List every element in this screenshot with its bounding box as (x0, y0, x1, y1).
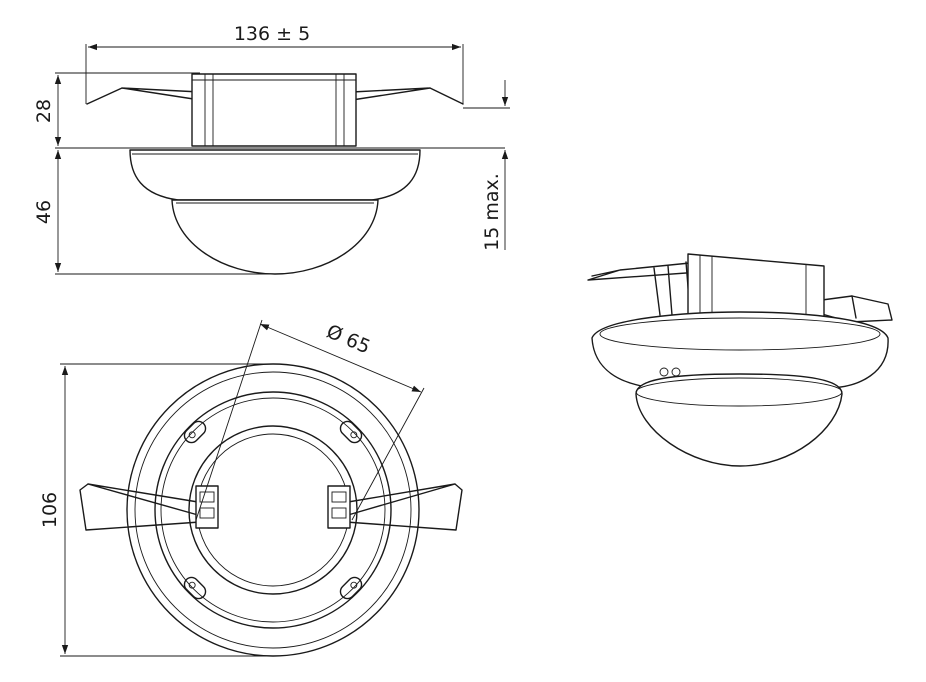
status-led (659, 367, 669, 377)
housing (129, 149, 421, 201)
dome-lens (171, 199, 379, 275)
mounting-slot (339, 576, 363, 600)
perspective-view (587, 253, 893, 467)
dimension-top-height: 28 (33, 99, 55, 123)
dimension-body-height: 46 (33, 200, 55, 224)
left-spring-clip (86, 87, 201, 105)
mounting-slot (183, 576, 207, 600)
left-spring-clip (587, 261, 701, 281)
left-spring-clip (79, 483, 201, 531)
right-spring-clip (345, 483, 463, 531)
dimension-overall-width: 136 ± 5 (234, 23, 310, 45)
face-plate (154, 391, 392, 629)
right-clip-block (327, 485, 351, 529)
right-spring-clip (351, 87, 464, 105)
side-view: 136 ± 5 28 46 15 max. (33, 23, 510, 275)
dimension-max-depth: 15 max. (481, 173, 503, 251)
mounting-slot (339, 420, 363, 444)
bottom-view: Ø 65 106 (39, 319, 463, 657)
mounting-slot (183, 420, 207, 444)
mounting-box (191, 73, 357, 147)
dimension-ring-diameter: Ø 65 (323, 321, 373, 359)
dimension-bottom-height: 106 (39, 492, 61, 528)
dome-lens (635, 373, 843, 467)
outer-rim (126, 363, 420, 657)
